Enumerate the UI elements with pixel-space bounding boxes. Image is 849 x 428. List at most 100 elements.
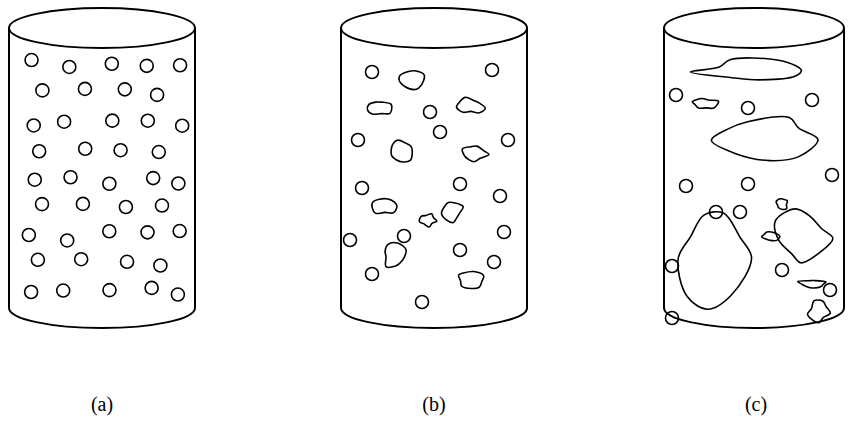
pore-circle	[502, 134, 515, 147]
pore-circle	[416, 296, 429, 309]
pore-circle	[666, 312, 679, 325]
pore-circle	[31, 253, 44, 266]
pore-circle	[454, 178, 467, 191]
pore-circle	[154, 259, 167, 272]
pore-circle	[176, 119, 189, 132]
pore-circle	[742, 102, 755, 115]
pore-circle	[824, 284, 837, 297]
pore-circle	[36, 84, 49, 97]
pore-circle	[57, 284, 70, 297]
pore-blob	[762, 232, 780, 241]
pore-circle	[356, 182, 369, 195]
pore-blob	[385, 243, 406, 268]
pore-circle	[36, 198, 49, 211]
pore-circle	[352, 134, 365, 147]
pore-circle	[27, 119, 40, 132]
pore-blob	[457, 97, 486, 113]
cylinder-body	[664, 28, 844, 328]
pore-circle	[344, 234, 357, 247]
pore-blob	[419, 214, 437, 227]
pore-blob	[367, 102, 392, 114]
pore-circle	[140, 59, 153, 72]
pore-circle	[366, 268, 379, 281]
pore-group	[22, 54, 838, 325]
pore-blob	[692, 98, 718, 108]
pore-circle	[64, 171, 77, 184]
pore-circle	[666, 260, 679, 273]
pore-circle	[434, 126, 447, 139]
pore-circle	[742, 178, 755, 191]
pore-blob	[798, 281, 826, 288]
pore-circle	[22, 229, 35, 242]
pore-circle	[826, 169, 839, 182]
pore-circle	[670, 89, 683, 102]
pore-circle	[79, 142, 92, 155]
pore-circle	[734, 206, 747, 219]
pore-blob	[690, 58, 801, 80]
pore-circle	[147, 172, 160, 185]
pore-circle	[119, 200, 132, 213]
pore-blob	[678, 212, 752, 309]
pore-blob	[462, 146, 489, 162]
pore-circle	[25, 285, 38, 298]
pore-circle	[103, 177, 116, 190]
pore-circle	[776, 264, 789, 277]
pore-circle	[171, 288, 184, 301]
pore-circle	[398, 230, 411, 243]
pore-circle	[78, 82, 91, 95]
pore-circle	[58, 115, 71, 128]
pore-circle	[454, 244, 467, 257]
pore-circle	[61, 234, 74, 247]
pore-circle	[28, 173, 41, 186]
pore-circle	[103, 225, 116, 238]
pore-circle	[424, 106, 437, 119]
pore-circle	[145, 281, 158, 294]
cylinder-body	[9, 28, 195, 328]
pore-circle	[103, 284, 116, 297]
pore-circle	[121, 255, 134, 268]
cylinder-group	[9, 8, 844, 328]
pore-circle	[141, 226, 154, 239]
cylinder-top	[341, 8, 527, 48]
pore-blob	[399, 71, 425, 90]
panel-label: (c)	[745, 392, 767, 416]
panel-label: (b)	[422, 392, 445, 416]
pore-circle	[174, 59, 187, 72]
panel-label: (a)	[91, 392, 113, 416]
pore-circle	[155, 199, 168, 212]
pore-blob	[775, 209, 833, 263]
pore-circle	[63, 60, 76, 73]
pore-circle	[118, 83, 131, 96]
pore-circle	[498, 226, 511, 239]
cylinder-body	[341, 28, 527, 328]
pore-circle	[366, 66, 379, 79]
cylinder-top	[664, 8, 844, 48]
pore-circle	[75, 253, 88, 266]
pore-circle	[25, 54, 38, 67]
pore-circle	[680, 180, 693, 193]
pore-circle	[494, 190, 507, 203]
pore-circle	[106, 114, 119, 127]
pore-blob	[711, 116, 818, 160]
pore-blob	[776, 199, 787, 210]
pore-circle	[141, 114, 154, 127]
pore-circle	[114, 144, 127, 157]
pore-circle	[488, 256, 501, 269]
pore-circle	[33, 145, 46, 158]
pore-blob	[441, 202, 463, 223]
pore-blob	[808, 300, 831, 323]
pore-circle	[486, 64, 499, 77]
cylinder-top	[9, 8, 195, 48]
pore-circle	[105, 57, 118, 70]
pore-circle	[152, 146, 165, 159]
pore-circle	[172, 177, 185, 190]
pore-circle	[76, 197, 89, 210]
pore-blob	[391, 140, 412, 162]
pore-blob	[372, 199, 397, 214]
pore-blob	[458, 271, 483, 288]
pore-circle	[173, 225, 186, 238]
pore-circle	[806, 94, 819, 107]
pore-circle	[151, 88, 164, 101]
